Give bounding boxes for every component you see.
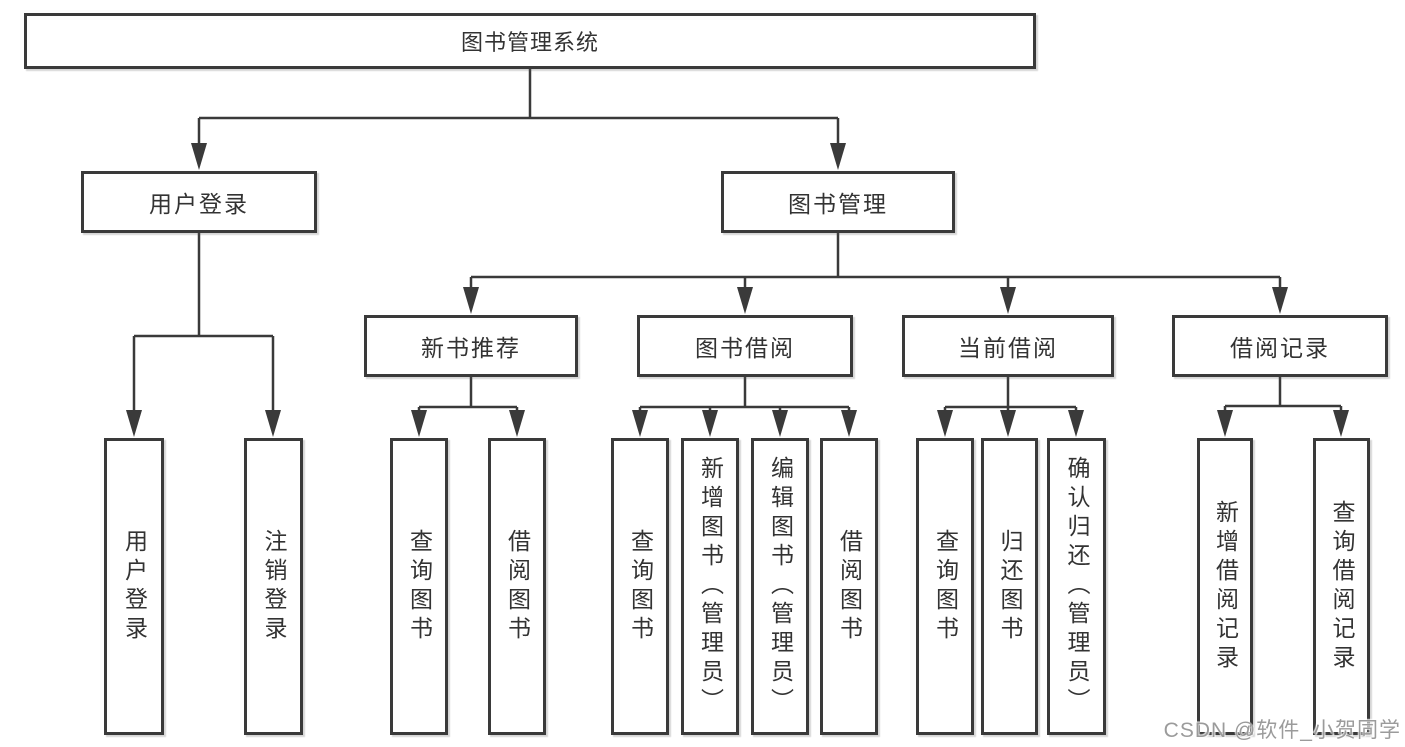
csdn-watermark: CSDN @软件_小贺同学 [1163, 719, 1401, 742]
leaf-bb-query-books-label: 查询图书 [627, 528, 654, 645]
leaf-nbr-query-books: 查询图书 [390, 438, 448, 735]
leaf-logout: 注销登录 [244, 438, 303, 735]
leaf-bb-query-books: 查询图书 [611, 438, 669, 735]
node-new-book-recommendation: 新书推荐 [364, 315, 578, 377]
leaf-user-login: 用户登录 [104, 438, 164, 735]
leaf-cb-query-books-label: 查询图书 [932, 528, 959, 645]
leaf-cb-confirm-return-admin-label: 确认归还（管理员） [1064, 456, 1090, 717]
node-book-borrowing: 图书借阅 [637, 315, 853, 377]
leaf-nbr-query-books-label: 查询图书 [406, 528, 433, 645]
leaf-logout-label: 注销登录 [261, 528, 287, 645]
leaf-bb-edit-books-admin: 编辑图书（管理员） [751, 438, 809, 735]
node-borrowing-records-label: 借阅记录 [1230, 335, 1330, 361]
leaf-bb-borrow-books-label: 借阅图书 [836, 528, 863, 645]
leaf-cb-return-books-label: 归还图书 [997, 528, 1023, 645]
connector-arrowheads [126, 143, 1349, 437]
leaf-bb-edit-books-admin-label: 编辑图书（管理员） [767, 456, 794, 717]
leaf-br-add-record: 新增借阅记录 [1197, 438, 1253, 735]
node-library-system-label: 图书管理系统 [460, 30, 599, 55]
leaf-br-query-record-label: 查询借阅记录 [1329, 499, 1355, 674]
node-book-borrowing-label: 图书借阅 [695, 335, 795, 361]
node-borrowing-records: 借阅记录 [1172, 315, 1388, 377]
leaf-cb-query-books: 查询图书 [916, 438, 974, 735]
leaf-br-add-record-label: 新增借阅记录 [1212, 499, 1239, 674]
node-current-borrowing: 当前借阅 [902, 315, 1114, 377]
leaf-br-query-record: 查询借阅记录 [1313, 438, 1370, 735]
node-library-system: 图书管理系统 [24, 13, 1036, 69]
node-user-login: 用户登录 [81, 171, 317, 233]
node-book-management: 图书管理 [721, 171, 955, 233]
node-user-login-label: 用户登录 [149, 191, 249, 217]
node-book-management-label: 图书管理 [788, 191, 888, 217]
leaf-nbr-borrow-books-label: 借阅图书 [504, 528, 531, 645]
node-current-borrowing-label: 当前借阅 [958, 335, 1058, 361]
node-new-book-recommendation-label: 新书推荐 [421, 335, 521, 361]
leaf-user-login-label: 用户登录 [121, 528, 148, 645]
leaf-nbr-borrow-books: 借阅图书 [488, 438, 546, 735]
leaf-cb-return-books: 归还图书 [981, 438, 1038, 735]
leaf-bb-add-books-admin: 新增图书（管理员） [681, 438, 739, 735]
leaf-cb-confirm-return-admin: 确认归还（管理员） [1047, 438, 1106, 735]
leaf-bb-add-books-admin-label: 新增图书（管理员） [697, 456, 724, 717]
leaf-bb-borrow-books: 借阅图书 [820, 438, 878, 735]
